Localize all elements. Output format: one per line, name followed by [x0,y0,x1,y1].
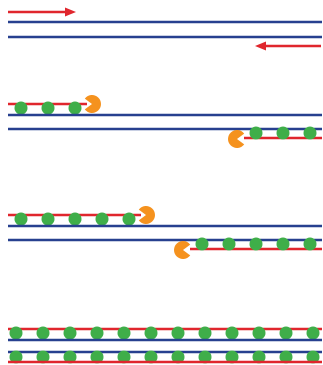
lower-nucleotide [198,350,212,364]
lower-nucleotide [276,237,290,251]
upper-nucleotide [41,101,55,115]
lower-nucleotide [249,126,263,140]
upper-nucleotide [171,326,185,340]
lower-nucleotide [252,350,266,364]
upper-nucleotide [9,326,23,340]
upper-nucleotide [279,326,293,340]
upper-nucleotide [68,212,82,226]
upper-nucleotide [306,326,320,340]
lower-polymerase [228,130,245,148]
rightward-direction-arrow-head [65,7,76,17]
upper-nucleotide [63,326,77,340]
upper-nucleotide [95,212,109,226]
upper-nucleotide [14,212,28,226]
upper-nucleotide [198,326,212,340]
lower-nucleotide [63,350,77,364]
upper-nucleotide [14,101,28,115]
complete-duplex-panel [8,326,322,364]
lower-nucleotide [90,350,104,364]
initial-strands-panel [8,7,322,51]
lower-nucleotide [306,350,320,364]
lower-nucleotide [144,350,158,364]
lower-nucleotide [303,237,317,251]
lower-nucleotide [195,237,209,251]
rightward-direction-arrow [8,7,76,17]
upper-polymerase [84,95,102,113]
early-extension-panel [8,95,322,148]
leftward-direction-arrow-head [255,41,266,51]
lower-polymerase [173,241,191,259]
upper-nucleotide [144,326,158,340]
upper-nucleotide [117,326,131,340]
lower-nucleotide [225,350,239,364]
upper-nucleotide [252,326,266,340]
leftward-direction-arrow [255,41,321,51]
mid-extension-panel [8,206,322,259]
upper-nucleotide [68,101,82,115]
lower-nucleotide [222,237,236,251]
lower-nucleotide [171,350,185,364]
upper-nucleotide [41,212,55,226]
upper-polymerase [138,206,156,225]
lower-nucleotide [117,350,131,364]
upper-nucleotide [36,326,50,340]
lower-nucleotide [9,350,23,364]
lower-nucleotide [279,350,293,364]
upper-nucleotide [122,212,136,226]
lower-nucleotide [276,126,290,140]
upper-nucleotide [90,326,104,340]
upper-nucleotide [225,326,239,340]
lower-nucleotide [36,350,50,364]
lower-nucleotide [303,126,317,140]
lower-nucleotide [249,237,263,251]
